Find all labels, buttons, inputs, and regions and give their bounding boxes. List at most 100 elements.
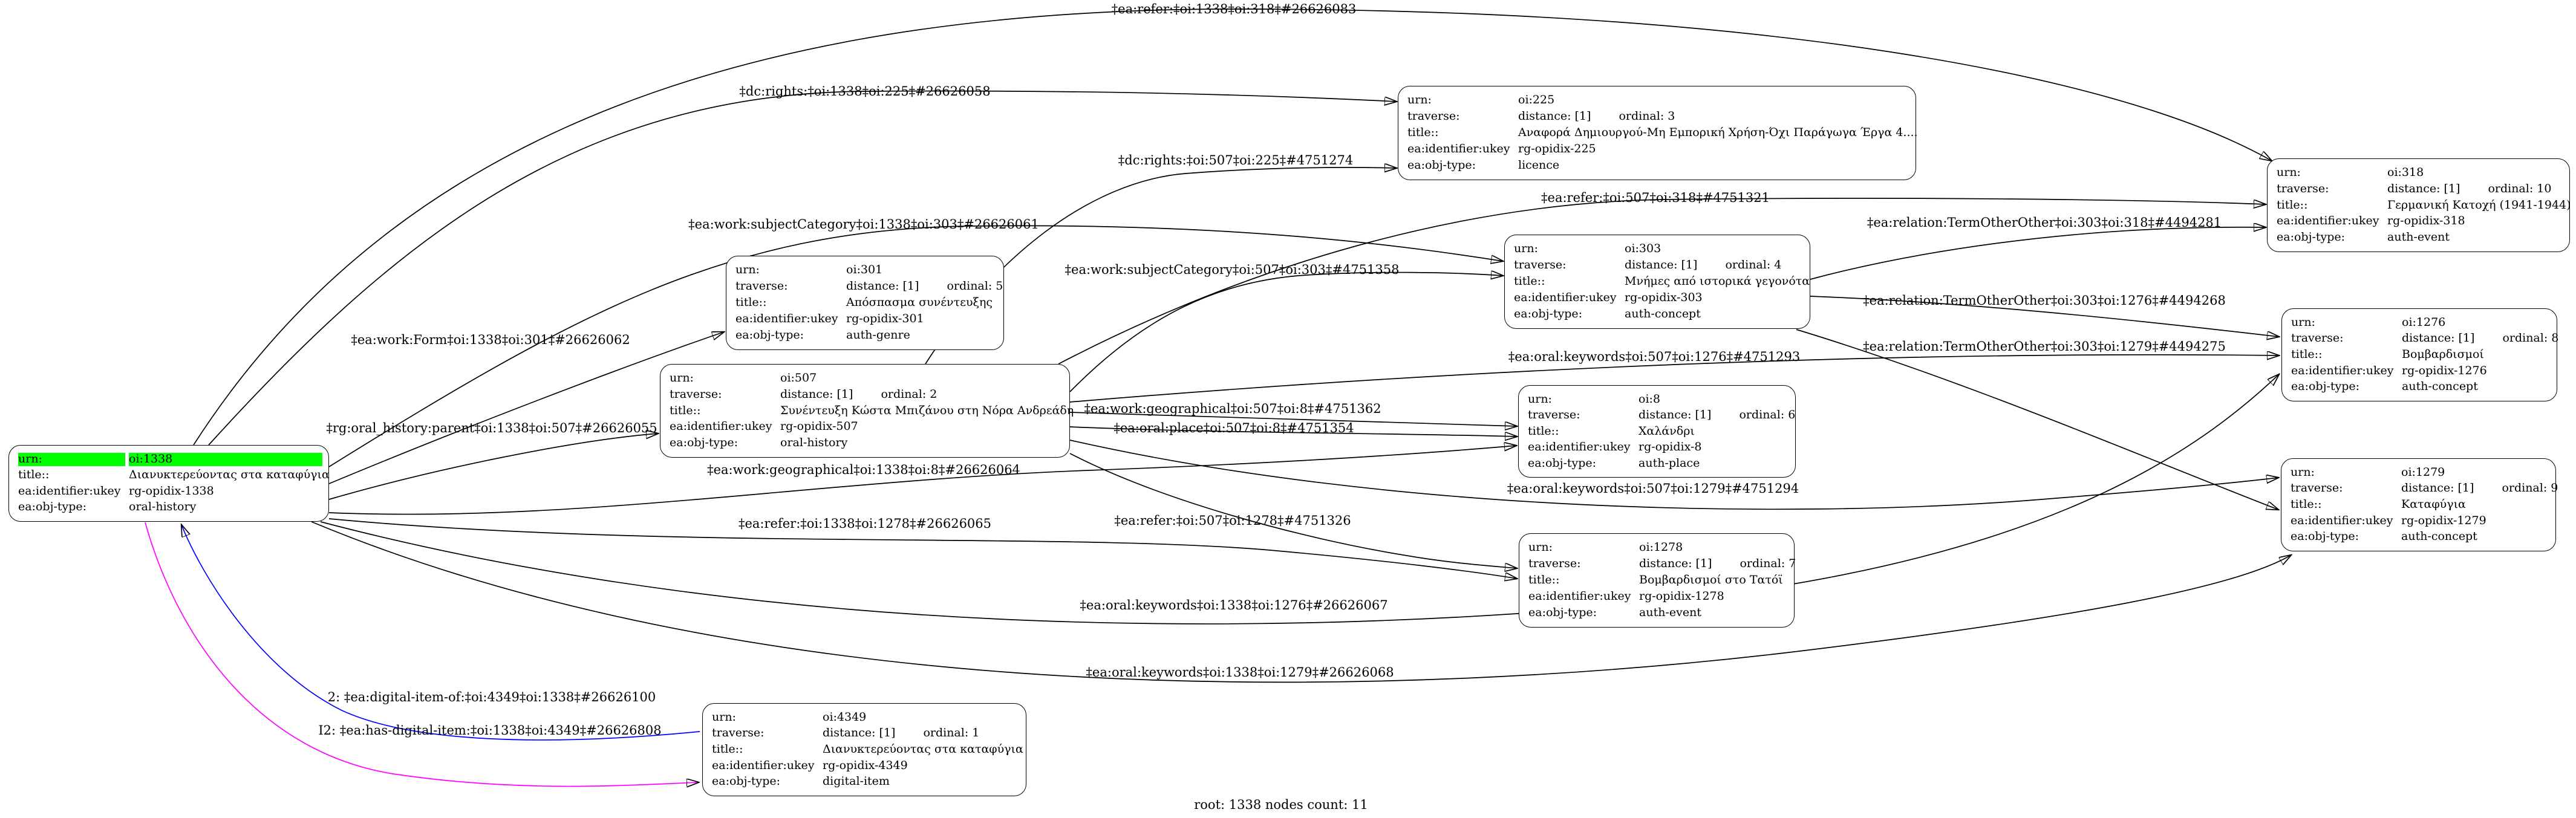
node-row: urn: oi:1338 [9,452,328,466]
node-field-label: ea:identifier:ukey [1528,589,1631,603]
node-field-label: ea:obj-type: [1407,158,1476,172]
edge-refer-1338-1278 [328,518,1517,579]
node-field-value: distance: [1]ordinal: 3 [1518,109,1916,123]
node-field-value-text: licence [1518,158,1560,172]
node-row: ea:obj-type:auth-concept [2282,380,2557,394]
node-field-value: rg-opidix-1279 [2401,514,2555,528]
edge-label-digital-item-of-4349-1338: 2: ‡ea:digital-item-of:‡oi:4349‡oi:1338‡… [327,690,656,704]
node-field-label: title:: [1407,126,1439,140]
node-field-label: ea:identifier:ukey [1514,291,1617,305]
node-field-value: Βομβαρδισμοί [2402,348,2557,362]
node-field-value: oi:1338 [129,452,322,466]
edge-relation-303-1276 [1810,296,2279,337]
edge-label-subjectcategory-507-303: ‡ea:work:subjectCategory‡oi:507‡oi:303‡#… [1065,262,1400,277]
node-row: urn:oi:4349 [703,710,1026,724]
node-field-value: distance: [1]ordinal: 1 [823,727,1026,740]
node-field-label: urn: [1528,540,1553,554]
node-field-label: title:: [670,403,701,417]
edge-label-geographical-507-8: ‡ea:work:geographical‡oi:507‡oi:8‡#47513… [1084,401,1381,416]
edge-label-has-digital-item-1338-4349: I2: ‡ea:has-digital-item:‡oi:1338‡oi:434… [318,723,662,738]
node-field-label: urn: [18,452,125,466]
node-field-value: rg-opidix-225 [1518,142,1916,156]
node-field-value-text: Συνέντευξη Κώστα Μπιζάνου στη Νόρα Ανδρε… [780,403,1074,417]
node-field-value: Καταφύγια [2401,498,2555,511]
node-field-value2-text: ordinal: 7 [1740,557,1796,571]
node-row: urn: oi:301 [726,263,1003,277]
node-field-value: oi:1278 [1639,540,1794,554]
node-field-value: Γερμανική Κατοχή (1941-1944) [2387,198,2571,212]
node-field-value-text: rg-opidix-8 [1639,440,1702,454]
node-row: ea:obj-type:auth-event [1519,606,1794,620]
node-field-label: ea:obj-type: [18,500,87,514]
node-field-value: Μνήμες από ιστορικά γεγονότα [1625,274,1810,288]
node-field-value-text: rg-opidix-1278 [1639,589,1724,603]
node-field-label: ea:identifier:ukey [2291,363,2394,377]
edge-label-subjectcategory-1338-303: ‡ea:work:subjectCategory‡oi:1338‡oi:303‡… [688,217,1039,232]
node-field-label: title:: [1528,573,1560,587]
node-field-label: urn: [1514,242,1538,256]
edge-refer-507-318 [1058,198,2266,365]
node-field-value: Βομβαρδισμοί στο Τατόϊ [1639,573,1794,587]
edge-dc-rights-1338-225 [208,90,1397,446]
node-field-value: oi:1276 [2402,316,2557,329]
node-field-value: Διανυκτερεύοντας στα καταφύγια [823,742,1026,756]
node-field-value-text: distance: [1] [1639,408,1712,422]
node-field-value: oi:4349 [823,710,1026,724]
node-field-label: urn: [2291,315,2315,329]
node-field-label: traverse: [2291,481,2343,495]
node-field-label: traverse: [1528,408,1580,422]
edge-label-relation-303-318: ‡ea:relation:TermOtherOther‡oi:303‡oi:31… [1867,215,2222,230]
node-field-value-text: oi:318 [2387,165,2424,179]
node-field-value-text: oral-history [129,500,197,514]
node-row: ea:obj-type:oral-history [660,436,1069,450]
node-field-label: traverse: [2277,181,2329,195]
node-row: ea:obj-type: licence [1398,158,1916,172]
node-row: title::Καταφύγια [2281,498,2555,511]
node-field-value: oi:301 [846,263,1003,277]
edge-label-keywords-507-1276: ‡ea:oral:keywords‡oi:507‡oi:1276‡#475129… [1508,349,1801,364]
node-row: traverse:distance: [1]ordinal: 1 [703,727,1026,740]
node-row: traverse:distance: [1]ordinal: 6 [1519,408,1795,422]
edge-geographical-507-8 [1069,412,1517,426]
node-field-label: ea:identifier:ukey [2277,214,2379,228]
node-field-value: Αναφορά Δημιουργού-Μη Εμπορική Χρήση-Όχι… [1518,126,1918,140]
node-field-value-text: oi:1338 [129,452,173,466]
node-field-label: urn: [735,263,760,277]
node-field-value: distance: [1]ordinal: 8 [2402,332,2558,345]
node-row: ea:obj-type:auth-concept [1505,307,1810,321]
node-field-value: Διανυκτερεύοντας στα καταφύγια [129,468,330,482]
node-field-value-text: Βομβαρδισμοί στο Τατόϊ [1639,573,1783,587]
node-field-value: rg-opidix-1278 [1639,589,1794,603]
node-field-value: auth-event [1639,606,1794,620]
node-field-value-text: rg-opidix-1279 [2401,513,2486,527]
node-field-value: rg-opidix-507 [780,420,1069,433]
node-field-value-text: digital-item [823,774,890,788]
edge-keywords-507-1279 [1069,440,2278,510]
edge-label-dc-rights-1338-225: ‡dc:rights:‡oi:1338‡oi:225‡#26626058 [739,84,991,99]
edge-work-form-1338-301 [328,332,724,484]
edge-label-dc-rights-507-225: ‡dc:rights:‡oi:507‡oi:225‡#4751274 [1118,153,1354,167]
node-row: title::Αναφορά Δημιουργού-Μη Εμπορική Χρ… [1398,126,1918,140]
node-field-value-text: auth-place [1639,456,1700,470]
node-row: title::Βομβαρδισμοί στο Τατόϊ [1519,573,1794,587]
node-row: ea:obj-type:auth-genre [726,328,1003,342]
node-row: title::Βομβαρδισμοί [2282,348,2557,362]
node-field-value-text: distance: [1] [1518,109,1591,123]
node-field-label: ea:obj-type: [735,328,804,342]
node-field-value-text: distance: [1] [823,726,896,740]
node-field-value: Απόσπασμα συνέντευξης [846,296,1003,310]
edge-keywords-1338-1279 [311,521,2291,683]
graph-node-oi-4349[interactable]: urn:oi:4349 traverse:distance: [1]ordinal… [702,703,1026,796]
